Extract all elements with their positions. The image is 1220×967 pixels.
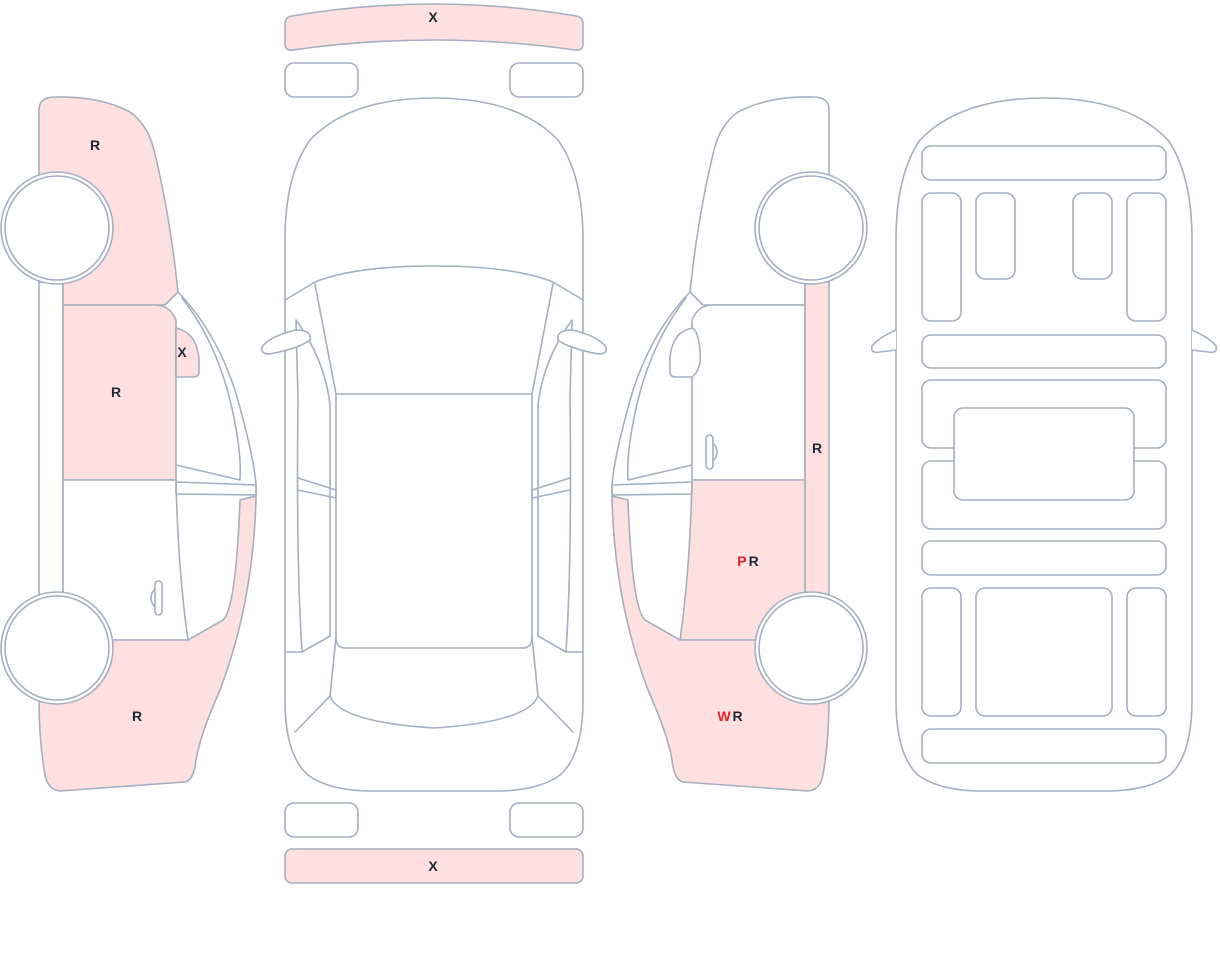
left-front-door-code: R bbox=[111, 384, 121, 400]
right-door-handle-ring bbox=[713, 443, 718, 461]
right-rear-quarter-code-w: W bbox=[717, 708, 731, 724]
right-mirror[interactable] bbox=[669, 327, 702, 378]
rear-left-corner bbox=[294, 695, 331, 733]
rear-right-light bbox=[509, 802, 584, 838]
left-window-line bbox=[175, 297, 242, 481]
right-door-handle bbox=[705, 434, 714, 470]
hood-line bbox=[284, 265, 584, 301]
rear-bench bbox=[975, 587, 1113, 717]
windshield bbox=[314, 283, 554, 395]
right-front-door[interactable] bbox=[691, 304, 806, 481]
front-crossbar bbox=[921, 334, 1167, 369]
front-right-seat bbox=[1072, 192, 1113, 280]
interior-right-mirror bbox=[1191, 329, 1218, 354]
rear-left-light bbox=[284, 802, 359, 838]
left-body-outline bbox=[38, 281, 64, 601]
right-side-glass bbox=[537, 319, 573, 653]
left-mirror-code: X bbox=[177, 344, 187, 360]
top-left-mirror bbox=[260, 329, 312, 355]
rear-window bbox=[329, 636, 539, 729]
right-front-wheel bbox=[758, 175, 864, 281]
left-rear-quarter[interactable] bbox=[38, 495, 257, 792]
top-right-mirror bbox=[556, 329, 608, 355]
rear-bumper-code: X bbox=[428, 858, 438, 874]
right-front-fender-code: R bbox=[812, 440, 822, 456]
left-b-pillar-top bbox=[297, 477, 337, 499]
front-bumper[interactable] bbox=[284, 3, 584, 51]
left-side-view: R X R R bbox=[0, 96, 257, 792]
front-right-light bbox=[509, 62, 584, 98]
right-rear-door-code-p: P bbox=[737, 553, 746, 569]
left-rear-wheel bbox=[4, 595, 110, 701]
roof bbox=[335, 393, 533, 649]
rear-right-corner bbox=[537, 695, 574, 733]
left-door-handle bbox=[154, 580, 163, 616]
trunk-bar bbox=[921, 728, 1167, 764]
rear-crossbar bbox=[921, 540, 1167, 576]
right-window-line bbox=[626, 297, 693, 481]
interior-view bbox=[870, 97, 1218, 792]
left-side-glass bbox=[295, 319, 331, 653]
left-front-wheel bbox=[4, 175, 110, 281]
left-door-handle-ring bbox=[150, 589, 155, 607]
left-front-fender-code: R bbox=[90, 137, 100, 153]
left-front-door[interactable] bbox=[62, 304, 177, 481]
interior-left-mirror bbox=[870, 329, 897, 354]
top-view: X X bbox=[260, 3, 608, 884]
rear-right-door-panel bbox=[1126, 587, 1167, 717]
front-left-door-panel bbox=[921, 192, 962, 322]
right-rear-quarter[interactable] bbox=[611, 495, 830, 792]
rear-left-door-panel bbox=[921, 587, 962, 717]
front-left-seat bbox=[975, 192, 1016, 280]
front-bumper-code: X bbox=[428, 9, 438, 25]
dashboard bbox=[921, 145, 1167, 181]
front-right-door-panel bbox=[1126, 192, 1167, 322]
left-b-pillar bbox=[175, 481, 257, 496]
left-a-pillar bbox=[177, 291, 257, 496]
right-rear-door-code-r: R bbox=[749, 553, 759, 569]
right-rear-quarter-code-r: R bbox=[733, 708, 743, 724]
left-mirror[interactable] bbox=[175, 327, 200, 378]
front-left-light bbox=[284, 62, 359, 98]
right-b-pillar bbox=[611, 481, 693, 496]
right-rear-wheel bbox=[758, 595, 864, 701]
center-console bbox=[953, 407, 1135, 501]
left-rear-quarter-code: R bbox=[132, 708, 142, 724]
right-a-pillar bbox=[611, 291, 691, 496]
rear-bumper[interactable] bbox=[284, 848, 584, 884]
right-b-pillar-top bbox=[531, 477, 571, 499]
